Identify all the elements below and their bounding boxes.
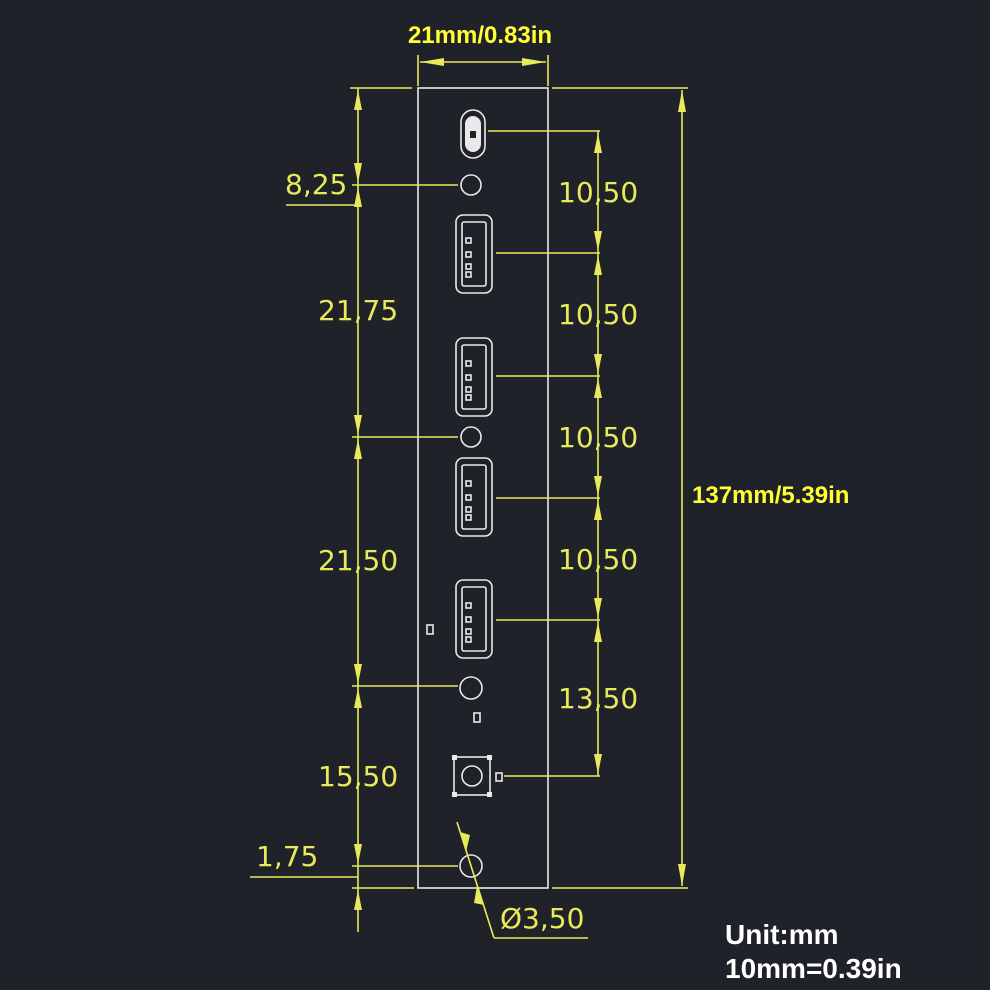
dim-label: 8,25 [285, 168, 347, 201]
height-label: 137mm/5.39in [692, 482, 849, 509]
usb-a-port [455, 214, 493, 294]
hole-diameter-dimension: Ø3,50 [456, 821, 588, 939]
hole-diameter-label: Ø3,50 [500, 902, 584, 935]
dim-label: 21,75 [318, 294, 398, 327]
hub-panel-outline [417, 87, 549, 889]
dim-label: 1,75 [256, 840, 318, 873]
dim-label: 10,50 [558, 421, 638, 454]
dim-label: 10,50 [558, 298, 638, 331]
led-hole [460, 426, 482, 448]
unit-conversion-label: 10mm=0.39in [725, 953, 902, 984]
dim-label: 10,50 [558, 176, 638, 209]
indicator-mark [473, 712, 481, 723]
power-switch [452, 755, 503, 797]
right-dimension-chain: 10,50 10,50 10,50 10,50 13,50 [488, 130, 638, 777]
dim-label: 21,50 [318, 544, 398, 577]
dim-label: 10,50 [558, 543, 638, 576]
height-dimension: 137mm/5.39in [552, 87, 849, 889]
led-hole [460, 174, 482, 196]
usb-a-port [455, 457, 493, 537]
unit-label: Unit:mm [725, 919, 839, 950]
dim-label: 13,50 [558, 682, 638, 715]
indicator-mark [426, 624, 434, 635]
width-dimension: 21mm/0.83in [408, 22, 552, 86]
usb-a-port [455, 337, 493, 417]
usb-c-port [460, 109, 486, 159]
left-dimension-chain: 8,25 21,75 21,50 15,50 1,75 [250, 87, 458, 932]
usb-a-port [455, 579, 493, 659]
led-hole [459, 676, 483, 700]
width-label: 21mm/0.83in [408, 22, 552, 49]
dim-label: 15,50 [318, 760, 398, 793]
mounting-hole [459, 854, 483, 878]
